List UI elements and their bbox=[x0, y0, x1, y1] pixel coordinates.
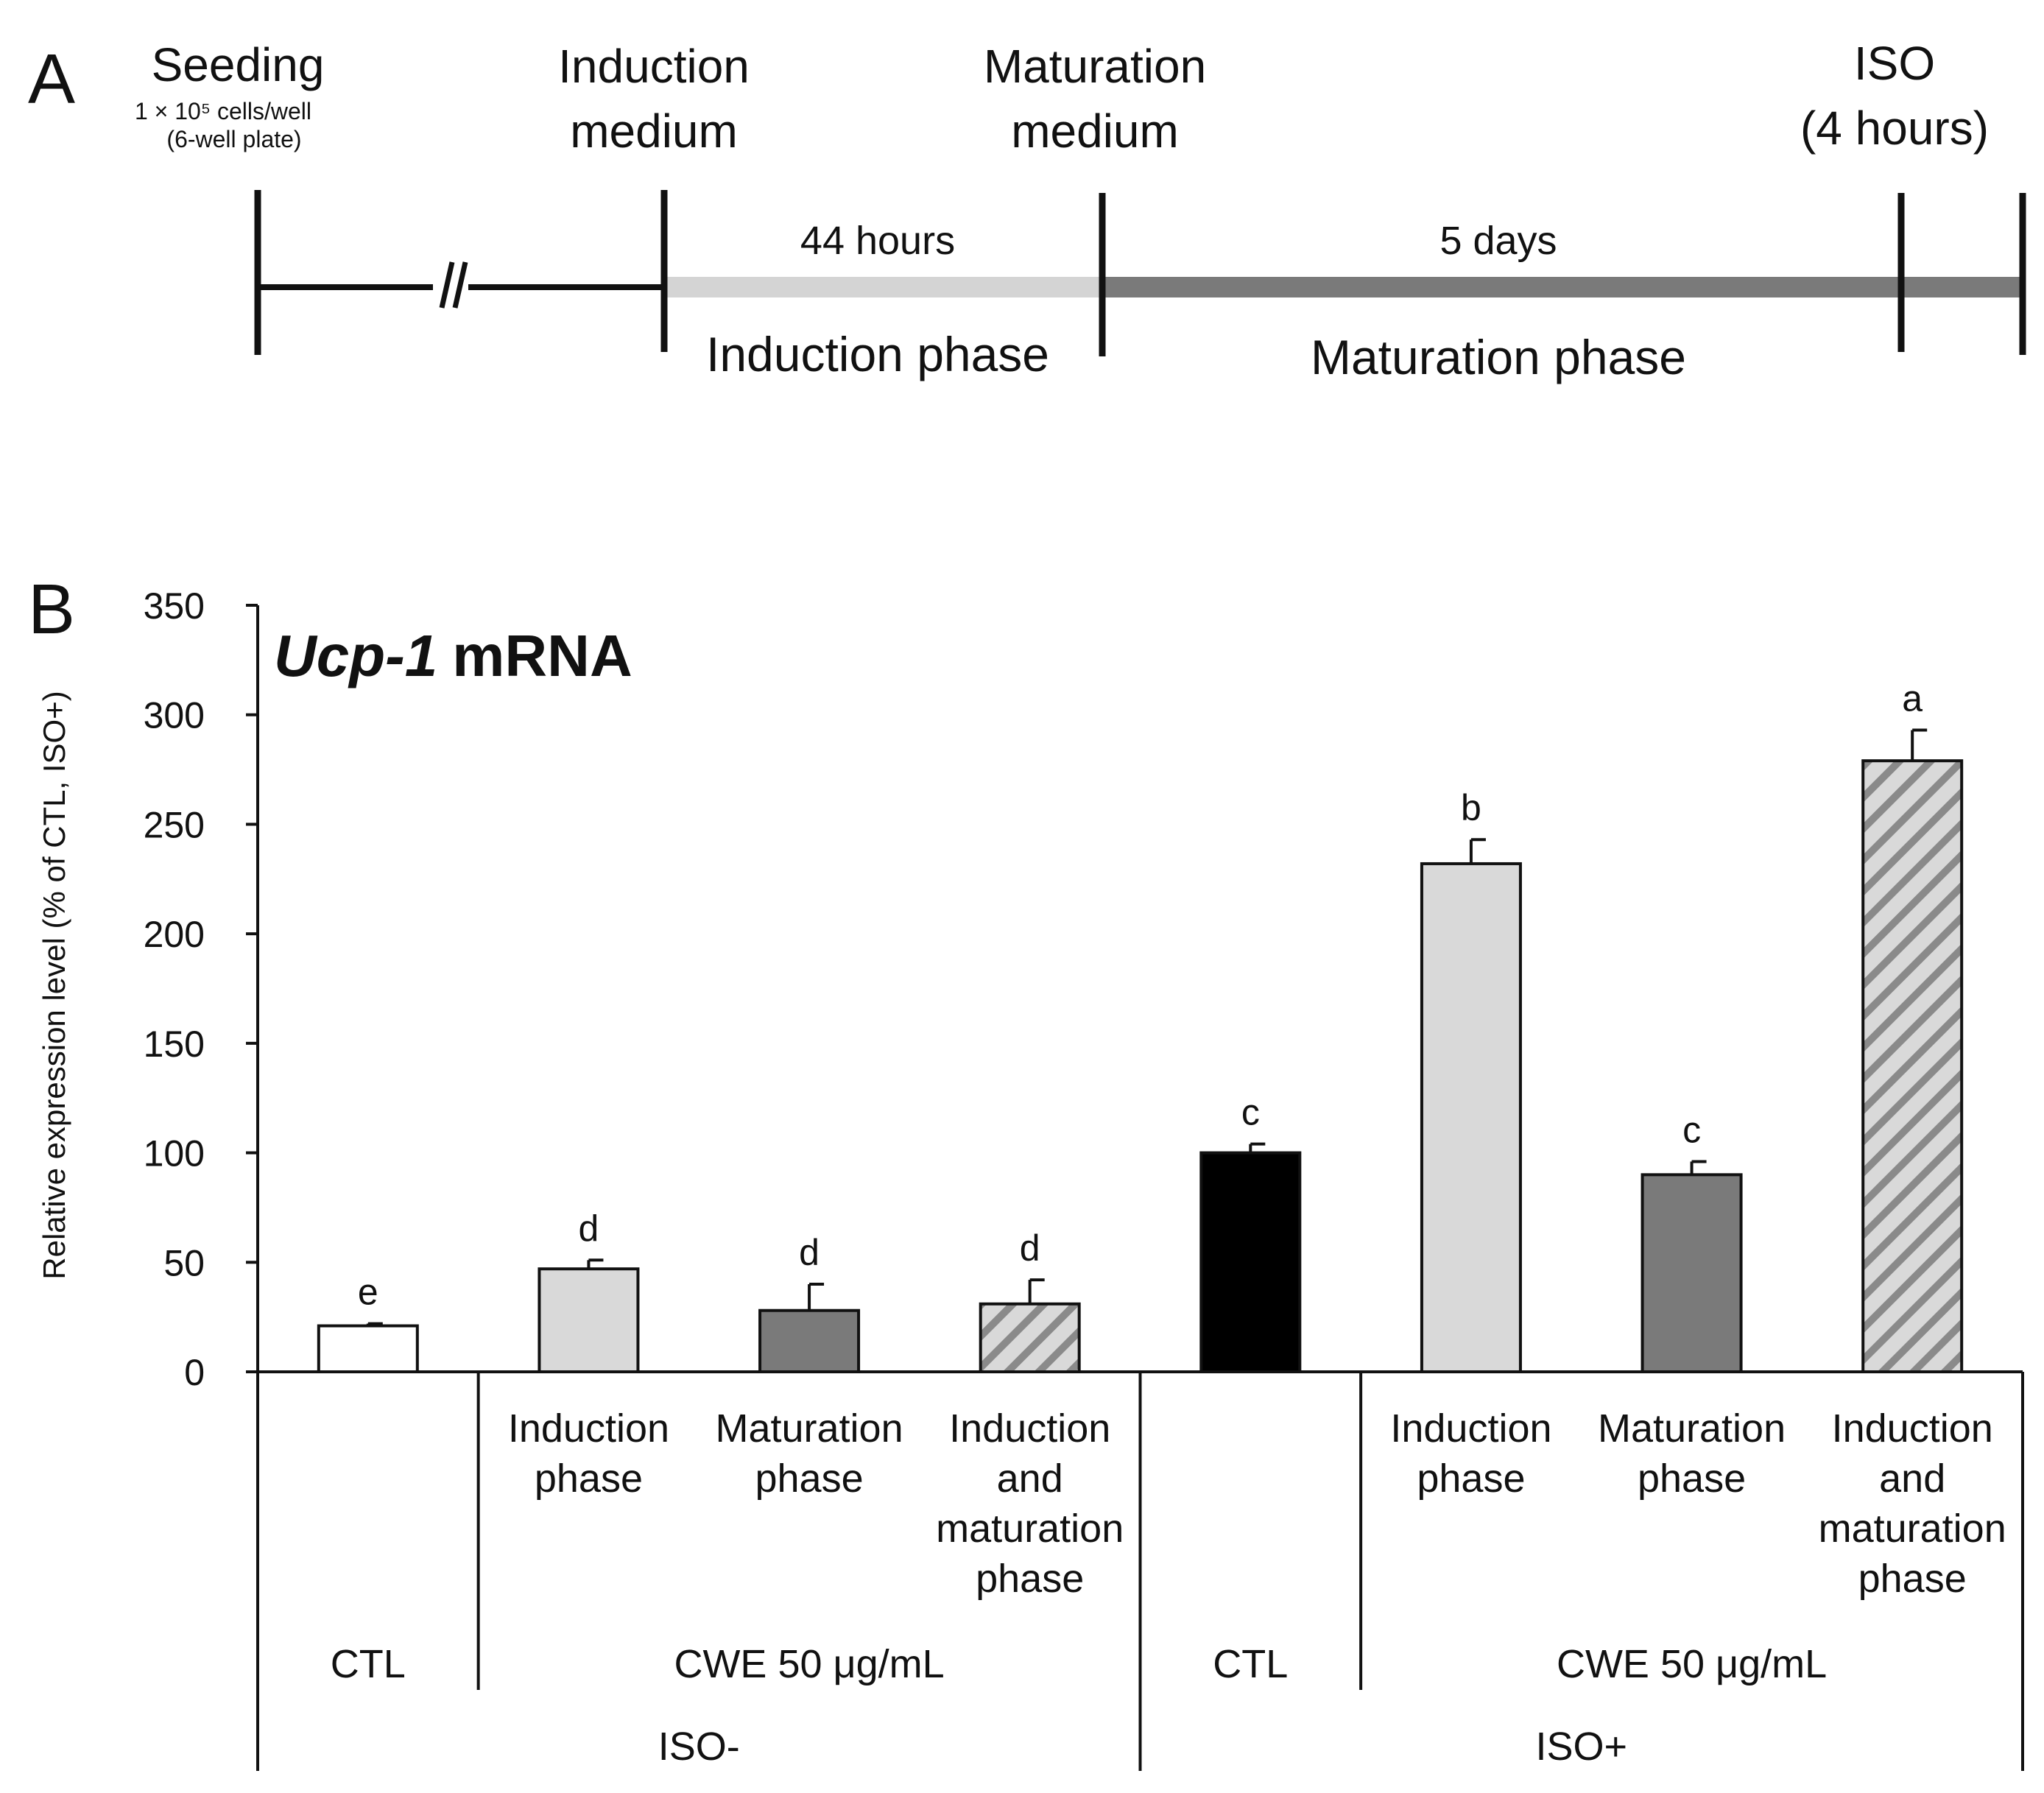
bar-series: e d d d c b c a bbox=[317, 678, 1964, 1374]
y-tick-label: 350 bbox=[144, 585, 205, 627]
category-label: maturation bbox=[936, 1507, 1124, 1551]
y-axis-label: Relative expression level (% of CTL, ISO… bbox=[37, 691, 71, 1279]
seeding-plate-note: (6-well plate) bbox=[166, 126, 301, 152]
y-tick-label: 300 bbox=[144, 695, 205, 736]
category-label: phase bbox=[535, 1456, 643, 1501]
maturation-duration: 5 days bbox=[1439, 219, 1557, 263]
seeding-density-note: 1 × 10⁵ cells/well bbox=[135, 98, 311, 124]
treatment-group-label: CWE 50 μg/mL bbox=[1557, 1642, 1827, 1686]
iso-condition-label: ISO+ bbox=[1535, 1725, 1627, 1769]
category-labels: Induction phase Maturation phase Induction an… bbox=[508, 1406, 2006, 1601]
iso-label-line1: ISO bbox=[1854, 37, 1935, 90]
treatment-group-label: CWE 50 μg/mL bbox=[674, 1642, 944, 1686]
induction-phase-label: Induction phase bbox=[706, 327, 1049, 381]
induction-medium-label-line1: Induction bbox=[558, 40, 750, 93]
timeline-induction-segment bbox=[664, 277, 1102, 297]
significance-letter: d bbox=[1020, 1227, 1040, 1269]
significance-letter: e bbox=[358, 1272, 378, 1313]
category-label: and bbox=[1879, 1456, 1945, 1501]
induction-medium-label-line2: medium bbox=[570, 105, 738, 158]
axis-break-mark bbox=[433, 261, 468, 309]
induction-duration: 44 hours bbox=[800, 219, 955, 263]
category-label: phase bbox=[1858, 1557, 1967, 1601]
iso-condition-label: ISO- bbox=[658, 1725, 740, 1769]
category-label: Induction bbox=[949, 1406, 1110, 1451]
chart-title-gene: Ucp-1 bbox=[274, 623, 437, 688]
group-labels: CTL CWE 50 μg/mL CTL CWE 50 μg/mL ISO- ISO+ bbox=[331, 1642, 1827, 1769]
bar bbox=[538, 1267, 640, 1374]
y-tick-label: 200 bbox=[144, 914, 205, 955]
category-label: and bbox=[997, 1456, 1063, 1501]
category-label: Induction bbox=[1832, 1406, 1993, 1451]
bar bbox=[317, 1324, 419, 1374]
bar bbox=[979, 1302, 1081, 1373]
category-label: maturation bbox=[1819, 1507, 2006, 1551]
category-label: phase bbox=[1638, 1456, 1746, 1501]
significance-letter: a bbox=[1902, 678, 1923, 719]
maturation-medium-label-line1: Maturation bbox=[984, 40, 1206, 93]
panel-a-letter: A bbox=[28, 40, 75, 119]
iso-label-line2: (4 hours) bbox=[1800, 102, 1989, 155]
panel-b-letter: B bbox=[28, 570, 75, 649]
significance-letter: d bbox=[579, 1208, 599, 1249]
bar bbox=[1199, 1151, 1302, 1373]
significance-letter: c bbox=[1682, 1109, 1701, 1150]
treatment-group-label: CTL bbox=[331, 1642, 406, 1686]
category-label: Induction bbox=[508, 1406, 669, 1451]
treatment-group-label: CTL bbox=[1213, 1642, 1288, 1686]
maturation-medium-label-line2: medium bbox=[1011, 105, 1179, 158]
significance-letter: b bbox=[1461, 787, 1481, 828]
category-label: phase bbox=[976, 1557, 1084, 1601]
y-tick-label: 50 bbox=[163, 1242, 205, 1283]
y-tick-label: 150 bbox=[144, 1024, 205, 1065]
category-dividers bbox=[256, 1372, 2024, 1771]
bar bbox=[1420, 862, 1522, 1373]
category-label: Maturation bbox=[715, 1406, 903, 1451]
category-label: Maturation bbox=[1598, 1406, 1786, 1451]
category-label: phase bbox=[1417, 1456, 1525, 1501]
timeline-maturation-segment bbox=[1102, 277, 2023, 297]
category-label: phase bbox=[755, 1456, 863, 1501]
bar bbox=[1641, 1173, 1743, 1374]
significance-letter: d bbox=[799, 1232, 820, 1273]
significance-letter: c bbox=[1241, 1092, 1260, 1133]
y-tick-label: 100 bbox=[144, 1133, 205, 1174]
panel-a: A Seeding 1 × 10⁵ cells/well (6-well pla… bbox=[28, 37, 2026, 384]
chart-title-rest: mRNA bbox=[452, 623, 632, 688]
y-tick-label: 250 bbox=[144, 804, 205, 845]
y-tick-label: 0 bbox=[184, 1352, 205, 1393]
maturation-phase-label: Maturation phase bbox=[1311, 330, 1686, 384]
bar bbox=[1861, 759, 1964, 1374]
seeding-label: Seeding bbox=[152, 38, 325, 91]
y-axis-ticks: 0 50 100 150 200 250 300 350 bbox=[144, 585, 258, 1393]
bar bbox=[758, 1308, 861, 1373]
category-label: Induction bbox=[1390, 1406, 1551, 1451]
